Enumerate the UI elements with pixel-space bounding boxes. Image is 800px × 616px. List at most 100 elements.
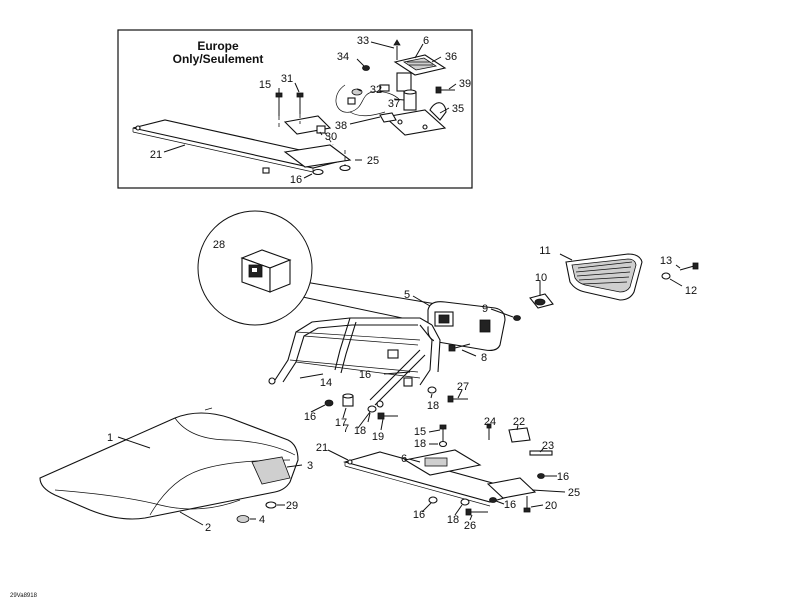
- inset-washer-16: [312, 168, 324, 176]
- callout-18c: 18: [414, 438, 426, 450]
- callout-6: 6: [401, 453, 407, 465]
- callout-37: 37: [388, 98, 400, 110]
- washer-29: [265, 501, 277, 509]
- screw-8: [448, 343, 471, 352]
- spacer-17: [342, 393, 354, 407]
- callout-29: 29: [286, 500, 298, 512]
- callout-8: 8: [481, 352, 487, 364]
- rack-frame-14: [268, 317, 441, 408]
- callout-7: 7: [343, 423, 349, 435]
- callout-25-inset: 25: [367, 155, 379, 167]
- screw-26: [465, 508, 488, 516]
- screw-19: [377, 412, 398, 420]
- callout-10: 10: [535, 272, 547, 284]
- fuse-holder-28: [240, 249, 292, 293]
- callout-15: 15: [414, 426, 426, 438]
- callout-21: 21: [316, 442, 328, 454]
- washer-18d: [460, 498, 470, 506]
- callout-30: 30: [325, 131, 337, 143]
- callout-23: 23: [542, 440, 554, 452]
- taillight-lens-11: [565, 253, 643, 301]
- inset-strap-38: [379, 112, 397, 123]
- callout-22: 22: [513, 416, 525, 428]
- inset-socket-37: [403, 89, 417, 111]
- screw-13: [679, 262, 699, 271]
- callout-27: 27: [457, 381, 469, 393]
- inset-wire-harness: [335, 84, 401, 117]
- callout-17: 17: [335, 417, 347, 429]
- callout-3: 3: [307, 460, 313, 472]
- callout-20: 20: [545, 500, 557, 512]
- callout-33: 33: [357, 35, 369, 47]
- callout-4: 4: [259, 514, 265, 526]
- inset-spacer-30: [316, 125, 326, 134]
- bulb-10: [529, 293, 554, 309]
- callout-34: 34: [337, 51, 349, 63]
- callout-labels: 33 6 34 36 39 15 31 32 37 35 38 30 21 25…: [107, 35, 697, 534]
- callout-35: 35: [452, 103, 464, 115]
- callout-16b: 16: [304, 411, 316, 423]
- detail-bubble-28: [197, 210, 461, 327]
- nut-16a: [324, 399, 334, 407]
- washer-18c: [438, 440, 448, 448]
- callout-18d: 18: [447, 514, 459, 526]
- callout-24: 24: [484, 416, 496, 428]
- callout-16-inset: 16: [290, 174, 302, 186]
- europe-inset: Europe Only/Seulement: [117, 29, 473, 189]
- callout-38: 38: [335, 120, 347, 132]
- callout-14: 14: [320, 377, 332, 389]
- callout-15-inset: 15: [259, 79, 271, 91]
- callout-16d: 16: [413, 509, 425, 521]
- callout-1: 1: [107, 432, 113, 444]
- callout-12: 12: [685, 285, 697, 297]
- nut-9: [513, 315, 521, 321]
- bracket-21: [342, 451, 528, 507]
- inset-washer-25: [339, 164, 351, 172]
- inset-license-light-36: [393, 54, 447, 92]
- callout-18b: 18: [427, 400, 439, 412]
- callout-9: 9: [482, 303, 488, 315]
- callout-31: 31: [281, 73, 293, 85]
- washer-18a: [367, 405, 377, 413]
- washer-12: [661, 272, 671, 280]
- callout-2: 2: [205, 522, 211, 534]
- inset-leaders: [163, 41, 457, 179]
- main-leaders: [117, 253, 683, 526]
- nut-16e: [489, 497, 497, 503]
- bolt-15: [439, 424, 447, 442]
- nut-4: [236, 515, 250, 523]
- callout-16c: 16: [557, 471, 569, 483]
- callout-13: 13: [660, 255, 672, 267]
- seat-1: [39, 407, 299, 520]
- inset-nut-34: [362, 65, 370, 71]
- screw-27: [447, 395, 468, 403]
- callout-36: 36: [445, 51, 457, 63]
- callout-19: 19: [372, 431, 384, 443]
- nut-16c: [537, 473, 545, 479]
- light-housing-5: [427, 301, 506, 351]
- callout-6-inset: 6: [423, 35, 429, 47]
- callout-18a: 18: [354, 425, 366, 437]
- inset-title-line1: Europe: [197, 39, 239, 53]
- washer-18b: [427, 386, 437, 394]
- inset-screw-39: [435, 86, 455, 94]
- callout-32: 32: [370, 84, 382, 96]
- nut-16d: [428, 496, 438, 504]
- callout-16e: 16: [504, 499, 516, 511]
- callout-39: 39: [459, 78, 471, 90]
- bolt-20: [523, 496, 531, 513]
- inset-title-line2: Only/Seulement: [173, 52, 264, 66]
- inset-connector-32: [379, 84, 390, 92]
- callout-11: 11: [539, 245, 550, 257]
- drawing-code: 29Va8918: [10, 593, 38, 599]
- inset-screw-33: [393, 39, 401, 60]
- plate-25: [486, 477, 537, 499]
- callout-5: 5: [404, 289, 410, 301]
- callout-28: 28: [213, 239, 225, 251]
- callout-16a: 16: [359, 369, 371, 381]
- callout-26: 26: [464, 520, 476, 532]
- callout-25: 25: [568, 487, 580, 499]
- callout-21-inset: 21: [150, 149, 162, 161]
- inset-bracket-21: [132, 119, 352, 174]
